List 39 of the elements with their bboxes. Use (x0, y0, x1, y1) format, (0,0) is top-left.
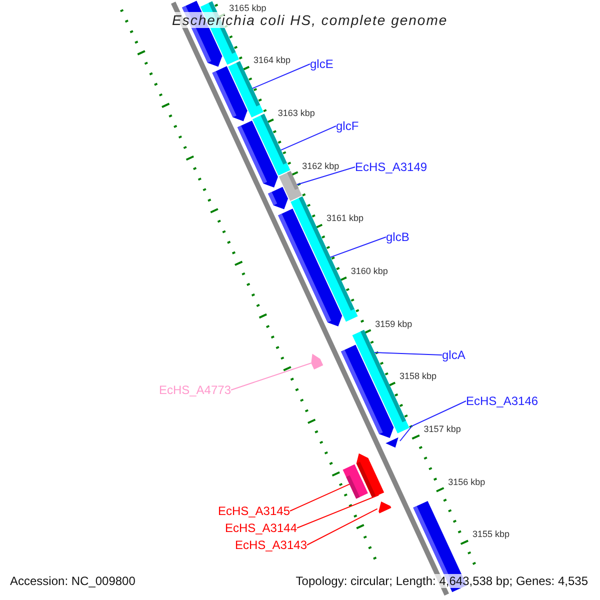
gene-label: EcHS_A3149 (355, 160, 428, 174)
gene-block (268, 186, 288, 210)
gene-label: glcB (386, 230, 410, 244)
scale-label: 3163 kbp (278, 108, 315, 118)
leader-line (280, 126, 336, 151)
scale-label: 3157 kbp (424, 424, 461, 434)
leader-line (296, 494, 380, 528)
scale-label: 3155 kbp (472, 529, 510, 540)
leader-line (374, 352, 442, 356)
gene-label: glcF (336, 119, 359, 133)
leader-line (230, 362, 312, 390)
scale-label: 3162 kbp (302, 160, 340, 171)
gene-label: EcHS_A3144 (224, 521, 297, 535)
scale-label: 3159 kbp (375, 318, 412, 329)
leader-line (252, 64, 310, 89)
scale-label: 3156 kbp (448, 476, 486, 487)
gene-block (311, 354, 324, 370)
info-text: Accession: NC_009800 (8, 574, 138, 588)
gene-block (386, 437, 398, 448)
scale-label: 3158 kbp (399, 371, 437, 382)
leader-line (296, 166, 356, 186)
scale-label: 3165 kbp (229, 2, 266, 13)
leader-line (306, 508, 378, 546)
info-text: Topology: circular; Length: 4,643,538 bp; Genes: 4,535 (294, 574, 590, 588)
leader-line (400, 400, 466, 442)
scale-label: 3161 kbp (326, 213, 364, 224)
gene-label: glcE (310, 57, 334, 71)
gene-bar (278, 171, 302, 201)
scale-label: 3164 kbp (254, 55, 291, 66)
gene-bar (342, 464, 368, 499)
gene-block (378, 502, 392, 514)
leader-line (330, 236, 386, 258)
scale-label: 3160 kbp (350, 266, 388, 276)
gene-label: EcHS_A3146 (466, 394, 538, 408)
gene-label: EcHS_A3143 (234, 538, 307, 552)
gene-label: EcHS_A3145 (218, 504, 290, 518)
gene-label: EcHS_A4773 (158, 383, 231, 397)
leader-line (290, 484, 350, 512)
gene-label: glcA (442, 348, 466, 362)
